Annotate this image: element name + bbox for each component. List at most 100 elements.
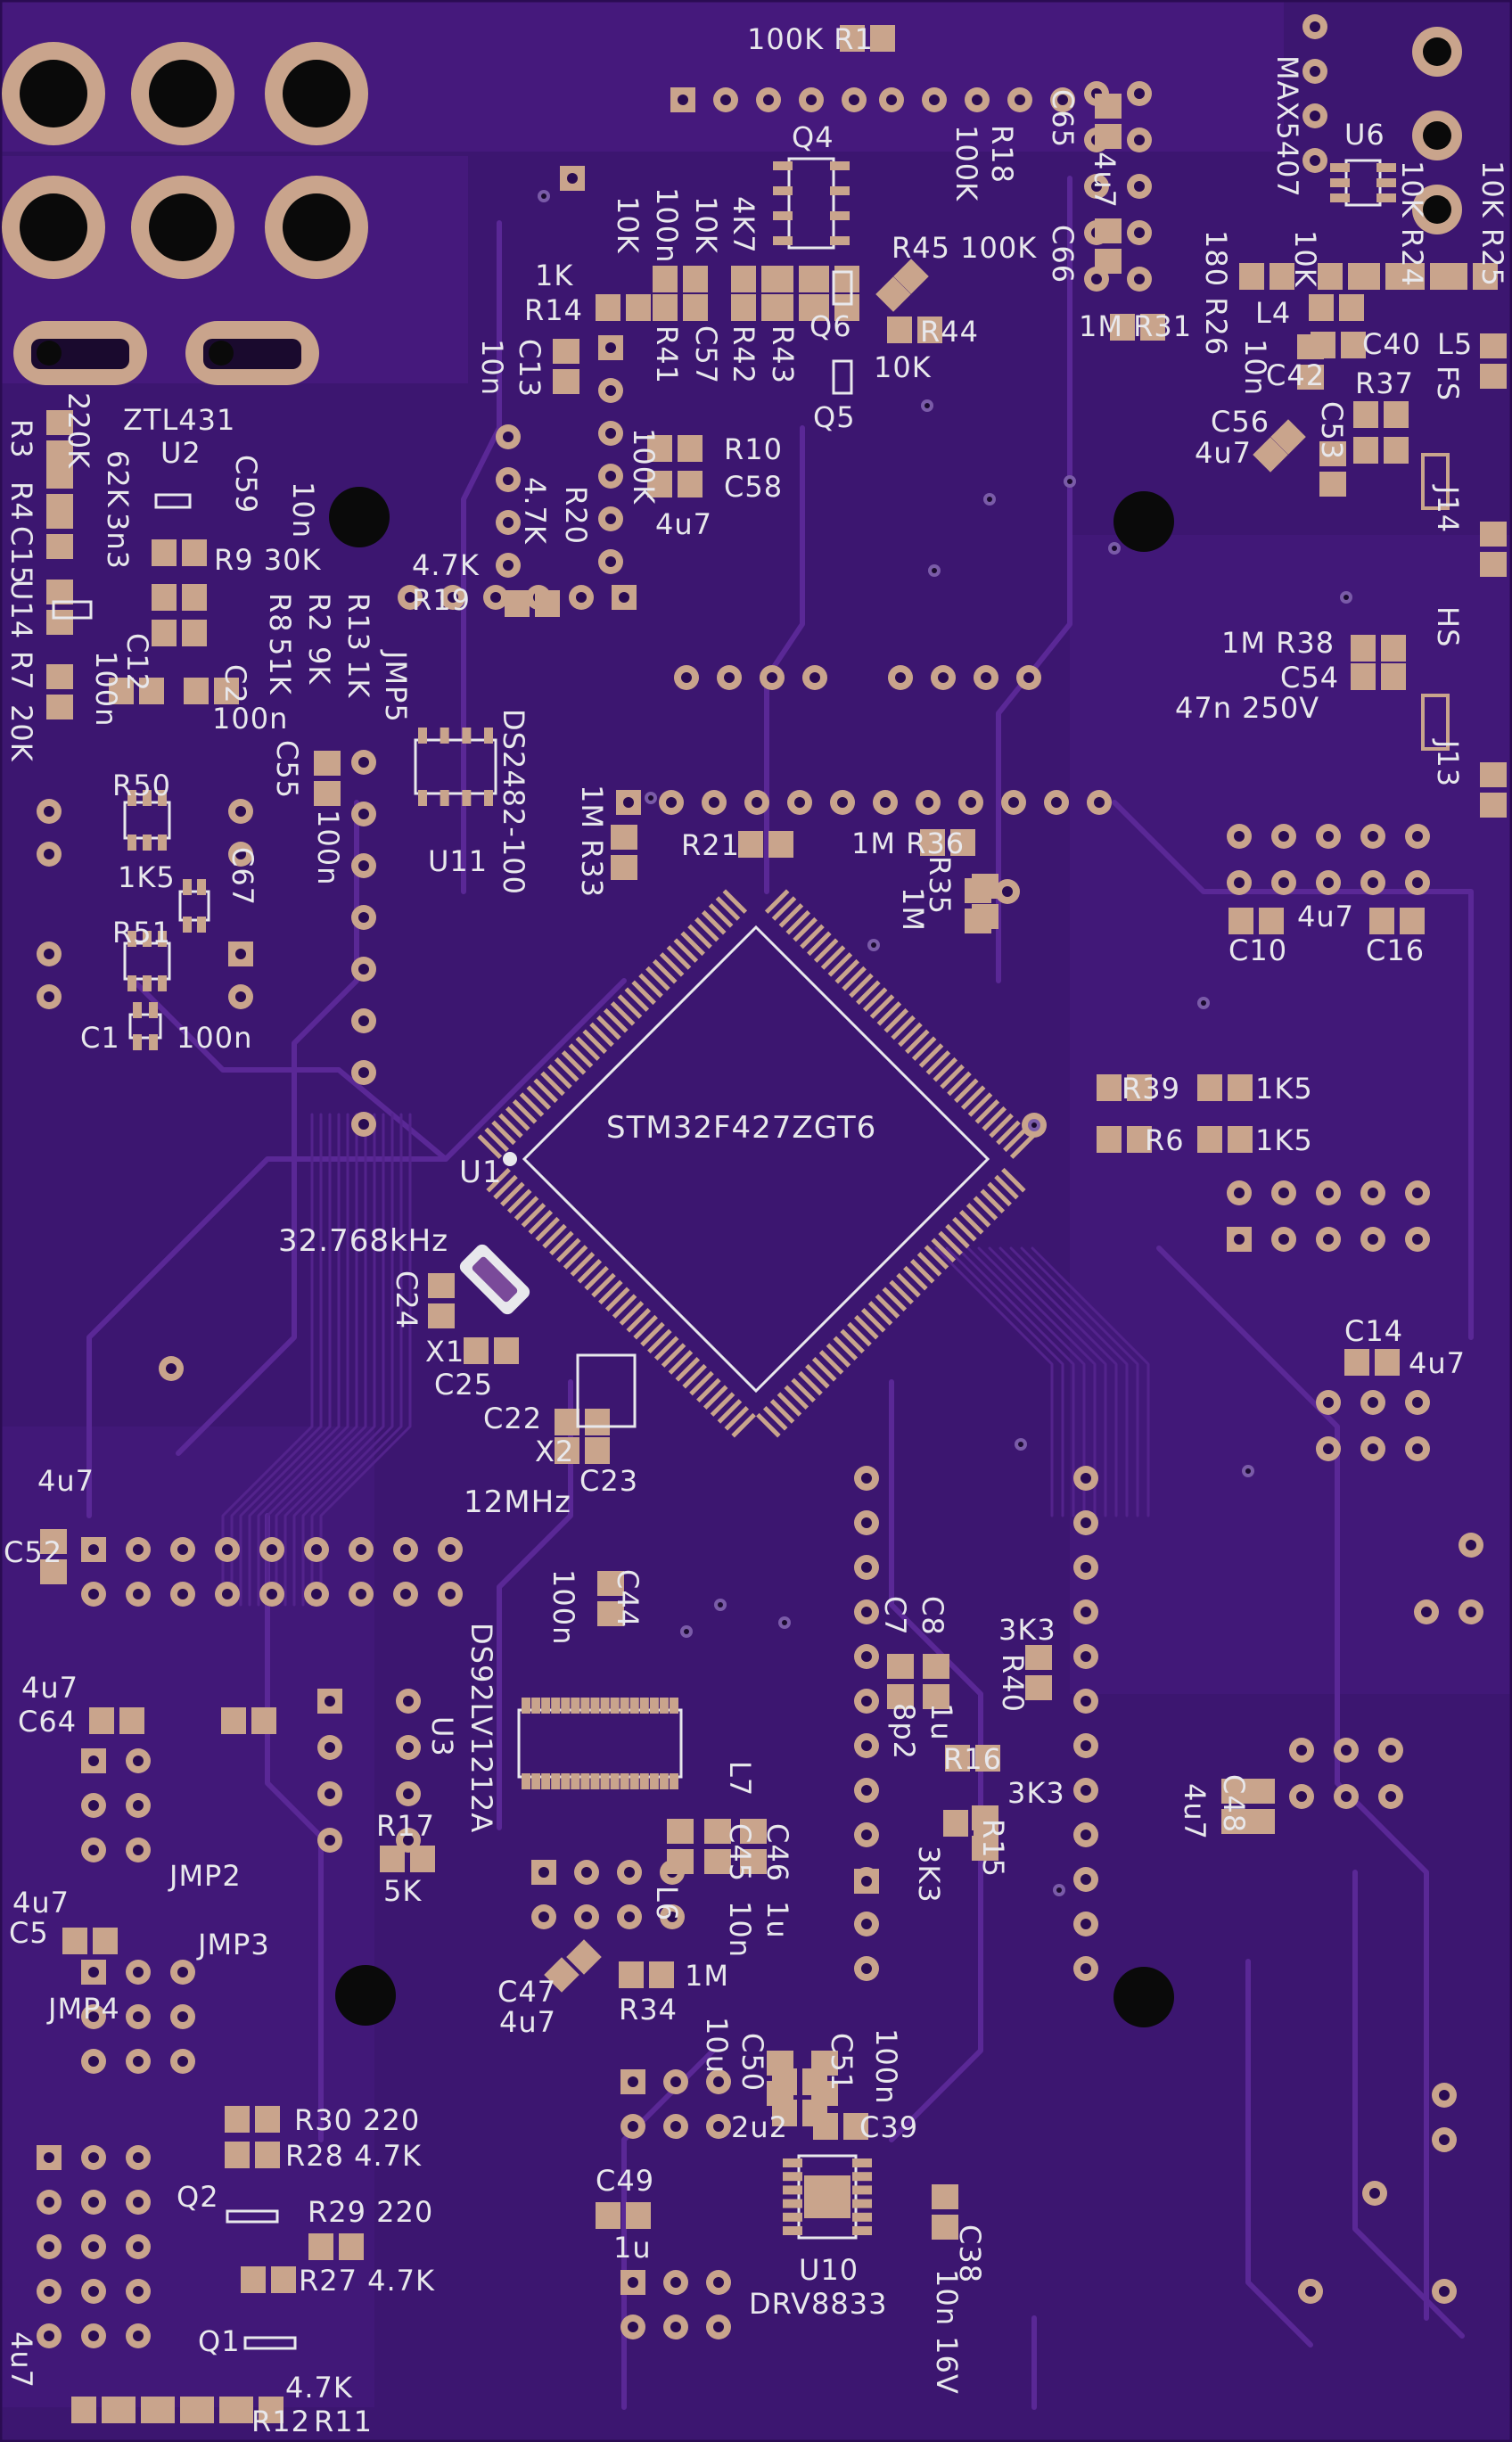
smd-h-59-a — [228, 2397, 253, 2423]
mount-hole-3 — [1113, 1967, 1174, 2027]
label-r10v: 100K — [627, 428, 661, 506]
hdr-r51l-0-drill — [44, 949, 54, 959]
ic-c1-pt-1 — [149, 1002, 158, 1018]
ic-u3-pb-15 — [670, 1773, 678, 1789]
mcu-pin-1-3 — [506, 1188, 532, 1214]
smd-h-27-b — [950, 829, 975, 856]
label-c23: C23 — [579, 1464, 639, 1498]
mcu-pin-0-23 — [925, 1050, 951, 1075]
hdr-c14-0-1-drill — [1368, 1397, 1378, 1408]
label-u10: U10 — [799, 2253, 859, 2287]
hdr-c55-1-drill — [358, 809, 369, 819]
mcu-pin-2-17 — [603, 1007, 629, 1033]
smd-h-37-a — [555, 1437, 579, 1464]
smd-h-43-a — [945, 1745, 970, 1772]
smd-v-28-a — [46, 580, 73, 604]
smd-h-60-b — [626, 2202, 651, 2229]
smd-v-17-b — [667, 1849, 694, 1874]
mcu-pin-3-24 — [833, 1336, 859, 1361]
label-c56: C56 — [1211, 405, 1270, 439]
mcu-pin-1-23 — [647, 1328, 672, 1354]
ic-c67-pb-1 — [197, 917, 206, 933]
hdr-c50-1-1-drill — [670, 2121, 681, 2132]
mcu-pin-0-24 — [933, 1057, 958, 1082]
hdr-r40-4-drill — [1081, 1651, 1091, 1662]
trace-2 — [996, 176, 1072, 983]
smd-h-23-a — [505, 590, 530, 617]
mcu-pin-0-4 — [793, 917, 818, 942]
smd-h-22-b — [678, 471, 703, 497]
label-c50v: 10u — [700, 2017, 734, 2074]
hdr-l6-0-1-drill — [581, 1867, 592, 1878]
hdr-jmpc-2-drill — [177, 2056, 188, 2067]
hdr-l6-0-2-drill — [624, 1867, 635, 1878]
mcu-pin-1-27 — [675, 1357, 701, 1382]
terminal-hole-3 — [20, 193, 87, 261]
label-r15v: 3K3 — [912, 1846, 946, 1903]
label-q1: Q1 — [198, 2324, 241, 2358]
smd-v-24-b — [972, 904, 998, 929]
smd-v-4-a — [1480, 333, 1507, 358]
smd-h-50-b — [843, 2113, 868, 2140]
label-l7: L7 — [723, 1761, 757, 1797]
smd-h-42-a — [184, 678, 209, 704]
label-c22: C22 — [483, 1402, 543, 1435]
ic-u3-pb-6 — [580, 1773, 590, 1789]
hdr-r20-2-drill — [503, 517, 514, 528]
hdr-r40-10-drill — [1081, 1919, 1091, 1929]
label-j13: J13 — [1431, 740, 1465, 788]
label-c7v: 8p2 — [887, 1703, 921, 1761]
mcu-pin-0-10 — [834, 958, 860, 984]
ic-u6-outline — [1344, 159, 1382, 207]
label-r7: R7 — [4, 651, 38, 691]
mcu-pin-3-28 — [805, 1363, 830, 1389]
hdr-u3r-0-drill — [403, 1696, 414, 1706]
smd-h-8-a — [804, 266, 829, 292]
label-c12: C12 — [120, 633, 154, 693]
smd-h-18-b — [1473, 263, 1498, 290]
mcu-pin-3-26 — [818, 1350, 844, 1375]
hdr-r19-3-drill — [490, 592, 501, 603]
label-hs: HS — [1431, 606, 1465, 648]
smd-v-29-b — [46, 695, 73, 719]
mcu-pin-3-33 — [769, 1399, 795, 1424]
smd-h-51-b — [255, 2106, 280, 2133]
label-zt: ZTL431 — [123, 403, 236, 437]
label-c45v: 10n — [723, 1901, 757, 1958]
label-c2v: 100n — [212, 702, 289, 736]
smd-v-27-a — [46, 504, 73, 529]
mcu-pin-3-13 — [909, 1259, 935, 1284]
hdr-c49-1-0-drill — [628, 2322, 638, 2332]
label-r42v: 10K — [689, 196, 723, 254]
hdr-l6-1-0-drill — [538, 1912, 549, 1922]
label-c54v: 47n 250V — [1175, 691, 1320, 725]
label-r34v: 1M — [685, 1959, 729, 1993]
smd-h-29-a — [1369, 908, 1394, 934]
hdr-bl-1-2-drill — [133, 2197, 144, 2208]
smd-v-10-a — [597, 1571, 624, 1596]
ic-r51-pb-2 — [158, 975, 167, 991]
label-c13: C13 — [513, 339, 546, 399]
smd-h-10-a — [887, 317, 912, 343]
smd-h-35-b — [1375, 1349, 1400, 1376]
via-drill-6 — [871, 942, 876, 948]
label-r15: R15 — [976, 1819, 1010, 1878]
label-c51: C51 — [825, 2033, 859, 2093]
ic-c1-pb-0 — [133, 1034, 142, 1050]
hdr-c52-1-5-drill — [311, 1589, 322, 1599]
smd-v-31-a — [1480, 762, 1507, 787]
mcu-pin-1-31 — [703, 1385, 728, 1410]
label-c55v: 100n — [311, 810, 345, 886]
mcu-pin-2-0 — [722, 889, 748, 914]
bus-trace-4 — [257, 1113, 349, 1607]
hdr-c52-1-6-drill — [356, 1589, 366, 1599]
crystal1-label: 32.768kHz — [278, 1223, 449, 1259]
label-r3: R3 — [4, 419, 38, 459]
label-jmp3: JMP3 — [198, 1928, 270, 1961]
label-l4: L4 — [1255, 296, 1292, 330]
hdr-l6-1-2-drill — [624, 1912, 635, 1922]
hdr-c52-1-0-drill — [88, 1589, 99, 1599]
label-l5: L5 — [1437, 327, 1474, 361]
smd-h-52-b — [255, 2142, 280, 2168]
mcu-pin-3-11 — [924, 1245, 949, 1270]
